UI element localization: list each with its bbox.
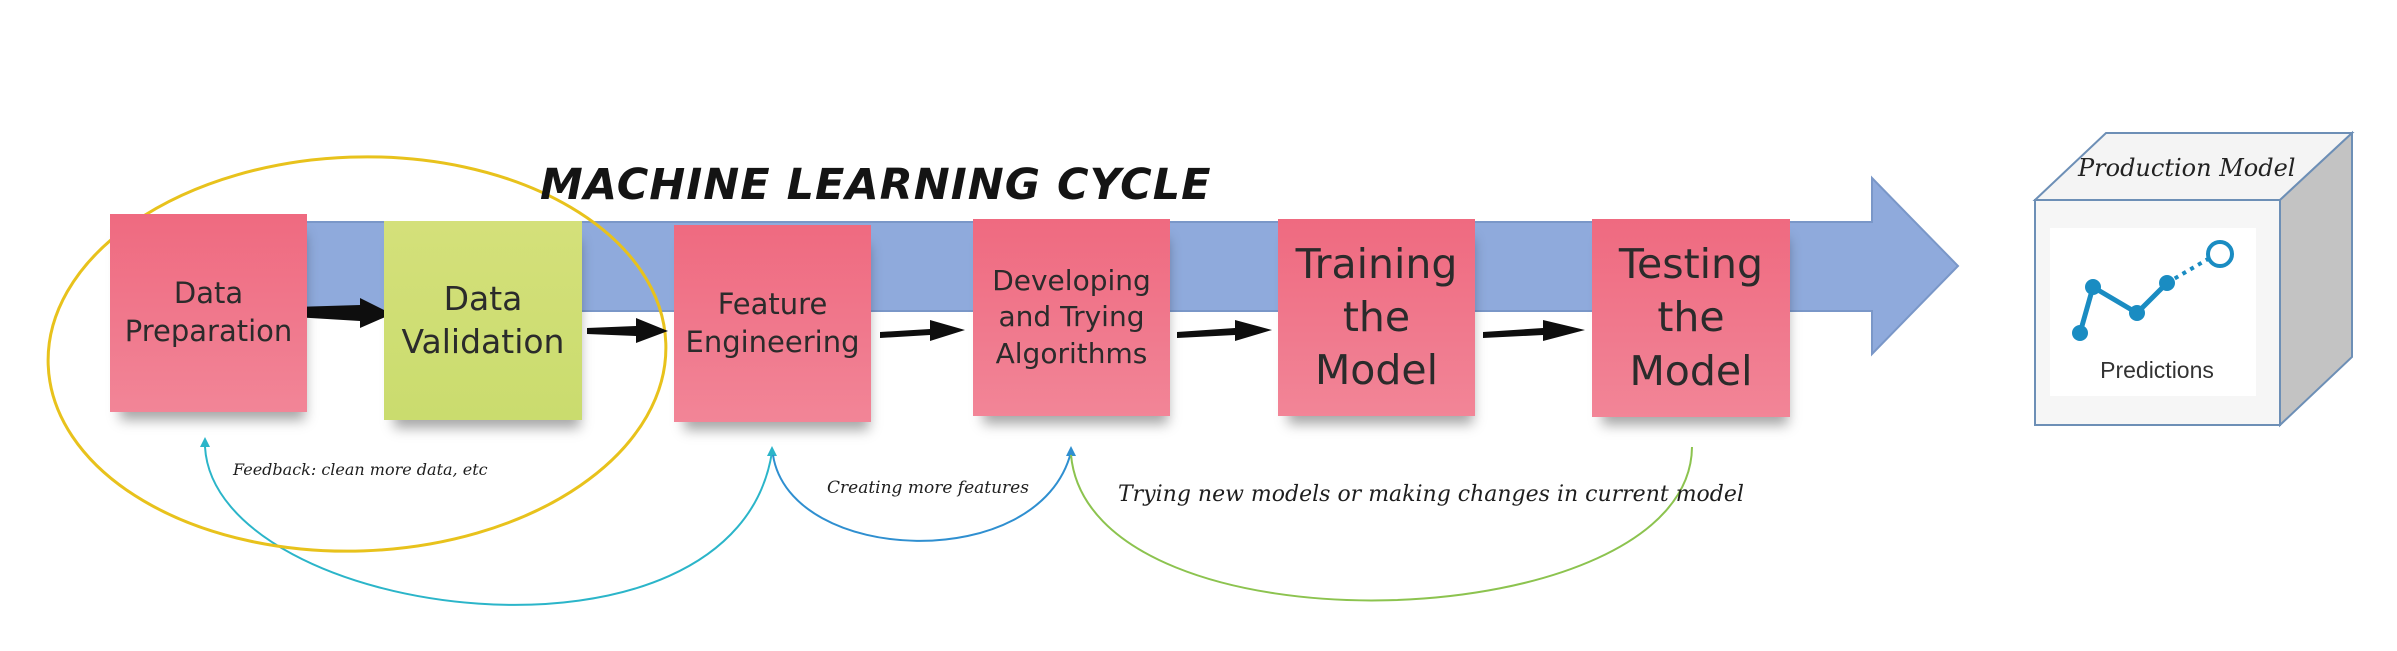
validation-group-ellipse xyxy=(46,155,668,553)
feedback-loop-cleaning xyxy=(204,446,773,606)
feedback-loop-features xyxy=(772,451,1072,542)
diagram-title: MACHINE LEARNING CYCLE xyxy=(540,160,1212,210)
feedback-loop-models xyxy=(1070,446,1693,602)
connector-arrow-4 xyxy=(1177,320,1272,341)
connector-arrow-5 xyxy=(1483,320,1585,341)
step-label: Training the Model xyxy=(1295,239,1458,395)
connector-arrow-3 xyxy=(880,320,965,341)
step-label: Data Validation xyxy=(401,278,565,361)
production-model-label: Production Model xyxy=(2078,154,2296,182)
feedback-loop-features-arrowhead xyxy=(1066,446,1076,456)
step-connectors xyxy=(294,298,1585,343)
feedback-label-models: Trying new models or making changes in c… xyxy=(1118,482,1744,507)
step-training-model: Training the Model xyxy=(1278,219,1475,416)
feedback-label-cleaning: Feedback: clean more data, etc xyxy=(233,460,488,479)
step-label: Feature Engineering xyxy=(685,286,860,359)
connector-arrow-2 xyxy=(587,318,668,343)
step-testing-model: Testing the Model xyxy=(1592,219,1790,417)
step-data-preparation: Data Preparation xyxy=(110,214,307,412)
step-feature-engineering: Feature Engineering xyxy=(674,225,871,422)
step-label: Data Preparation xyxy=(124,276,293,348)
step-label: Testing the Model xyxy=(1618,240,1764,395)
line-chart-icon xyxy=(2072,240,2234,341)
feedback-label-features: Creating more features xyxy=(827,478,1029,498)
connector-arrow-1 xyxy=(294,298,392,328)
step-data-validation: Data Validation xyxy=(384,221,582,420)
step-developing-algorithms: Developing and Trying Algorithms xyxy=(973,219,1170,416)
predictions-label: Predictions xyxy=(2100,357,2214,383)
feedback-loop-cleaning-arrowhead-2 xyxy=(767,446,777,456)
step-label: Developing and Trying Algorithms xyxy=(992,263,1151,370)
feedback-loop-cleaning-arrowhead xyxy=(200,437,210,447)
